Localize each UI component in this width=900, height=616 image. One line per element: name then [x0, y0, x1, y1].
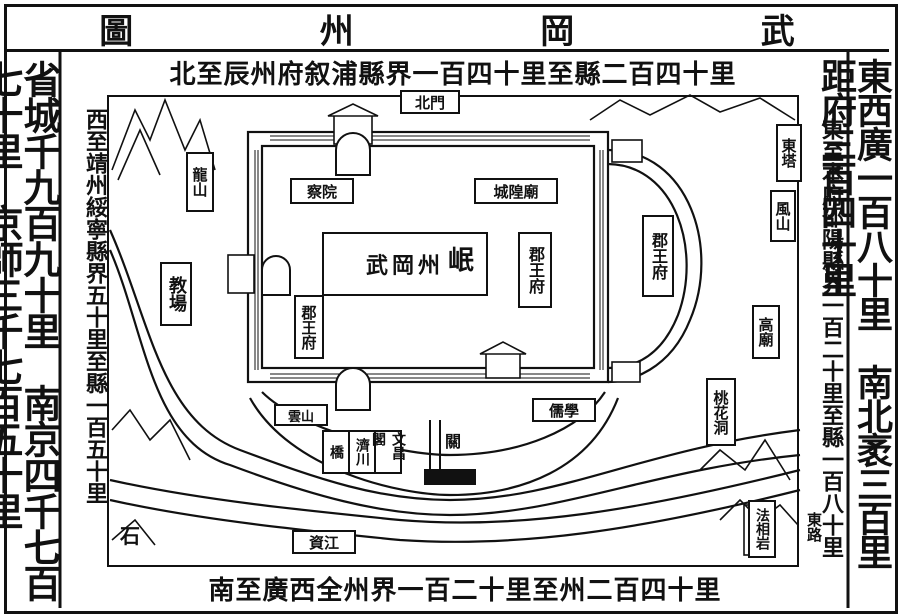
- temple-label: 城隍廟: [474, 178, 558, 204]
- east-distance-note: 東至本府邵陽縣界一百二十里至縣一百八十里: [818, 118, 844, 558]
- north-distance-note: 北至辰州府叙浦縣界一百四十里至縣二百四十里: [169, 60, 737, 90]
- left-margin-distances: 省城千九百九十里 南京四千七百七十里 京師三千七百五十里: [0, 60, 62, 600]
- title-char-2: 州: [319, 11, 356, 52]
- pass-label: 關: [445, 432, 462, 451]
- bridge: [424, 420, 476, 485]
- north-gate-label: 北門: [400, 90, 460, 114]
- arched-gates: [261, 132, 371, 411]
- title-char-1: 圖: [99, 11, 136, 52]
- bridge-label: 橋: [322, 430, 350, 474]
- teaching-ground-label: 教場: [160, 262, 192, 326]
- cloud-mountain-label: 雲山: [274, 404, 328, 426]
- prince-mansion-label: 郡王府: [518, 232, 552, 308]
- wind-mountain-label: 風山: [770, 190, 796, 242]
- school-label: 儒學: [532, 398, 596, 422]
- bottom-left-stone-label: 石: [120, 524, 140, 548]
- peach-cave-label: 桃花洞: [706, 378, 736, 446]
- dragon-hill-label: 龍山: [186, 152, 214, 212]
- dharma-rock-label: 法相岩: [748, 500, 776, 558]
- east-road-label: 東路: [805, 512, 823, 542]
- west-distance-note: 西至靖州綏寧縣界五十里至縣一百五十里: [82, 108, 108, 504]
- south-distance-note: 南至廣西全州界一百二十里至州二百四十里: [208, 576, 722, 606]
- map-frame: [4, 4, 898, 614]
- river: [108, 229, 801, 543]
- office-label: 察院: [290, 178, 354, 204]
- title-char-3: 岡: [540, 11, 577, 52]
- river-label: 資江: [292, 530, 356, 554]
- yamen-label: 岷: [448, 246, 475, 276]
- left-prince-mansion-label: 郡王府: [294, 295, 324, 359]
- title-band: 圖 州 岡 武: [7, 7, 889, 52]
- east-tower-label: 東塔: [776, 124, 802, 182]
- wenchang-label: 文昌閣: [370, 430, 406, 474]
- right-prince-mansion-label: 郡王府: [642, 215, 674, 297]
- city-name-box: 武岡州: [322, 232, 488, 296]
- wall-hatching: [254, 135, 604, 379]
- right-margin-dimensions: 東西廣一百八十里 南北袤三百里 距府三百四十里: [815, 58, 893, 602]
- high-temple-label: 高廟: [752, 305, 780, 359]
- city-name: 武岡州: [365, 253, 444, 279]
- gate-towers: [227, 103, 643, 383]
- title-char-4: 武: [760, 11, 797, 52]
